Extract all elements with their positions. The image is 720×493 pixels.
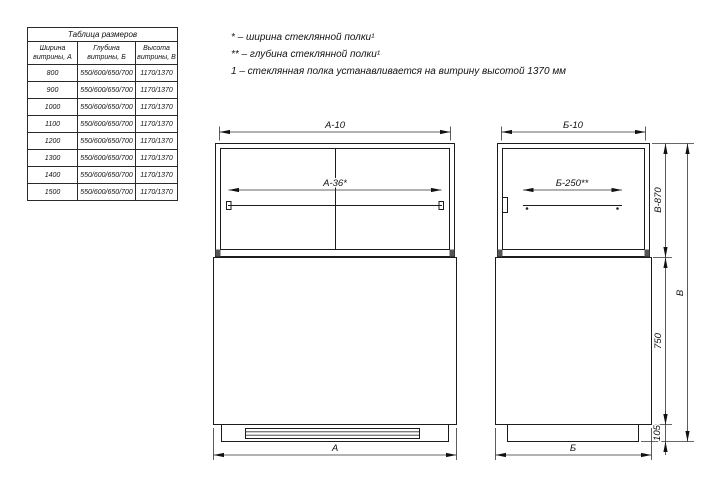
side-view: Б-10 Б-250** Б В-870 750 105 В: [495, 119, 694, 460]
front-cabinet-slats: [213, 257, 457, 425]
front-glass-section: [215, 143, 455, 257]
column-header-height: Высота витрины, В: [135, 40, 178, 66]
front-view: А-10 А-36* А: [213, 119, 457, 460]
profile-end-left: [497, 249, 503, 257]
profile-end-right: [644, 249, 650, 257]
note-shelf-width: * – ширина стеклянной полки¹: [231, 32, 375, 43]
shelf-wall-bracket: [502, 197, 508, 213]
dim-b250-label: Б-250**: [556, 178, 589, 189]
vent-grille: [245, 428, 420, 439]
front-base: [221, 424, 449, 442]
front-dimensions: [213, 126, 457, 460]
dim-a10-label: А-10: [324, 120, 346, 131]
profile-end-left: [215, 249, 221, 257]
dim-105-label: 105: [652, 424, 663, 441]
side-dimensions: [495, 126, 694, 460]
dim-a-label: А: [331, 443, 338, 454]
note-shelf-depth: ** – глубина стеклянной полки¹: [231, 49, 381, 60]
column-header-width: Ширина витрины, А: [27, 40, 78, 66]
notes-block: * – ширина стеклянной полки¹ ** – глубин…: [231, 31, 566, 82]
dim-v870-label: В-870: [653, 187, 664, 213]
shelf-clamp-right: [438, 201, 444, 210]
table-cell: 1170/1370: [135, 183, 178, 202]
dim-750-label: 750: [653, 332, 664, 349]
dim-a36-label: А-36*: [322, 178, 347, 189]
side-glass-shelf: [502, 197, 622, 213]
shelf-clamp-left: [226, 201, 232, 210]
dim-v-label: В: [675, 289, 686, 296]
profile-end-right: [449, 249, 455, 257]
front-glass-shelf: [226, 201, 444, 210]
table-cell: 1170/1370: [135, 132, 178, 151]
size-table: Таблица размеров Ширина витрины, А Глуби…: [27, 27, 178, 202]
note-shelf-install: 1 – стеклянная полка устанавливается на …: [231, 66, 567, 77]
side-base: [507, 424, 639, 442]
shelf-pin-left: [525, 207, 529, 210]
shelf-pin-right: [616, 207, 619, 210]
side-glass-section: [497, 143, 650, 257]
dim-b10-label: Б-10: [563, 120, 584, 131]
dim-b-label: Б: [570, 443, 576, 454]
side-cabinet-slats: [495, 257, 652, 425]
column-header-depth: Глубина витрины, Б: [77, 40, 136, 66]
